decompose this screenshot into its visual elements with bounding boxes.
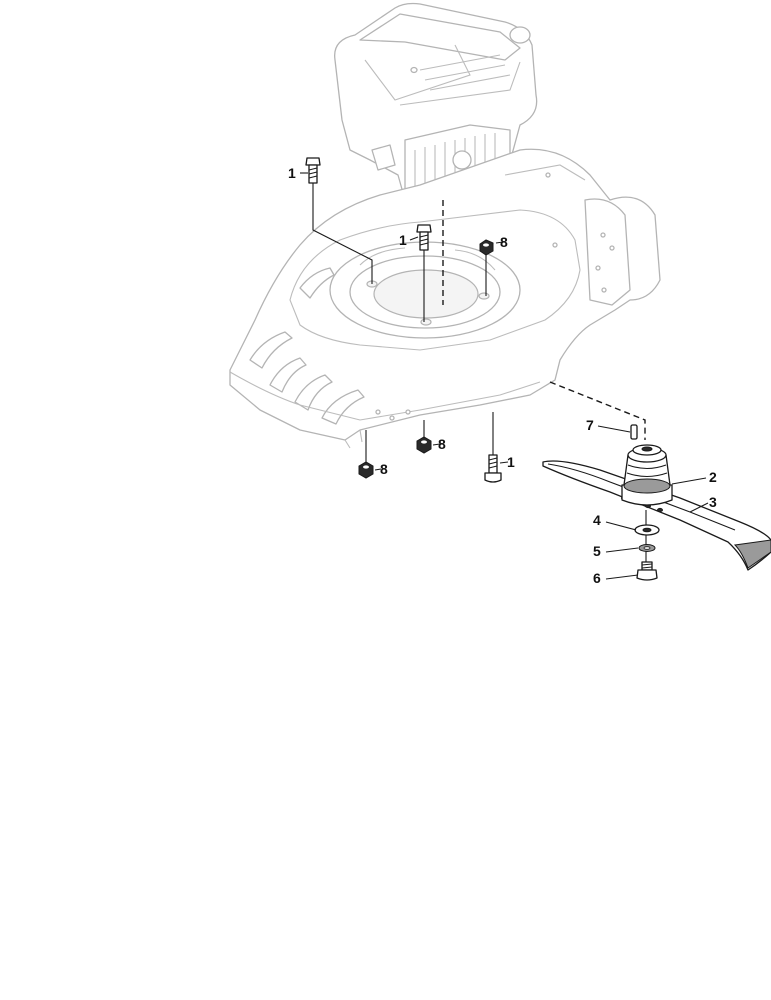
assembly-lines xyxy=(312,182,647,570)
nut-part-8-top xyxy=(479,239,494,256)
blade-bolt-part-6 xyxy=(636,561,658,581)
callout-labels: 1 1 8 8 8 1 7 2 3 4 5 6 xyxy=(288,165,717,586)
blade-adapter-part-2 xyxy=(621,444,673,506)
callout-1-bottom: 1 xyxy=(507,454,515,470)
callout-7: 7 xyxy=(586,417,594,433)
engine-ghost xyxy=(334,2,538,206)
callout-1-upper-left: 1 xyxy=(288,165,296,181)
mower-deck-ghost xyxy=(229,148,661,449)
nut-part-8-left xyxy=(358,461,374,479)
washer-part-4 xyxy=(634,524,660,536)
blade-assembly-axis xyxy=(549,381,646,440)
callout-8-left: 8 xyxy=(380,461,388,477)
callout-6: 6 xyxy=(593,570,601,586)
callout-8-mid: 8 xyxy=(438,436,446,452)
bolt-part-1-bottom xyxy=(484,454,502,483)
callout-2: 2 xyxy=(709,469,717,485)
callout-8-top: 8 xyxy=(500,234,508,250)
key-part-7 xyxy=(630,424,638,440)
callout-leaders xyxy=(300,172,709,580)
bolt-part-1-center xyxy=(416,224,432,251)
callout-4: 4 xyxy=(593,512,601,528)
nut-part-8-mid xyxy=(416,436,432,454)
bolt-part-1-upper xyxy=(305,157,321,184)
callout-5: 5 xyxy=(593,543,601,559)
lock-washer-part-5 xyxy=(638,544,656,552)
callout-1-center: 1 xyxy=(399,232,407,248)
callout-3: 3 xyxy=(709,494,717,510)
bolt-1-axis-left xyxy=(312,182,373,284)
